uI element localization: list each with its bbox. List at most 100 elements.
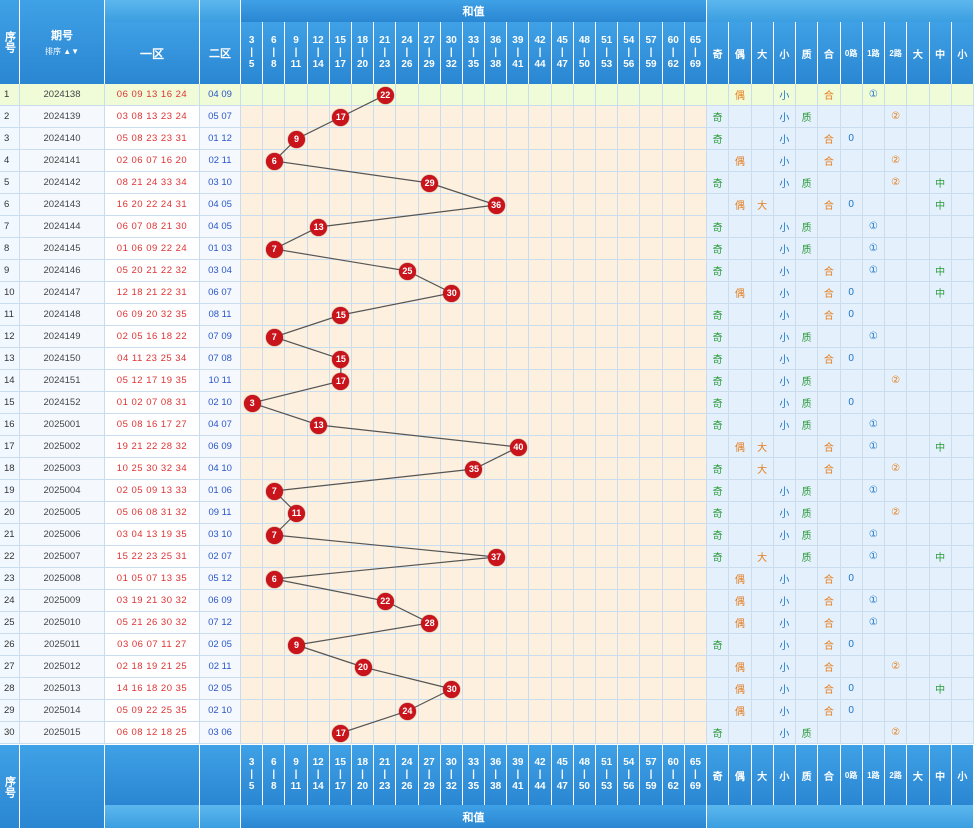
indicator-cell: 偶 bbox=[729, 612, 752, 634]
foot-range-top: 27 bbox=[423, 757, 435, 768]
indicator-cell bbox=[818, 502, 841, 524]
sum-marker: 9 bbox=[287, 636, 305, 654]
sum-range-cell bbox=[418, 568, 441, 590]
indicator-cell: 合 bbox=[818, 458, 841, 480]
sum-range-cell bbox=[440, 546, 463, 568]
foot-range-sep: | bbox=[494, 769, 498, 780]
sum-range-cell bbox=[418, 700, 441, 722]
sum-range-cell bbox=[662, 194, 685, 216]
head-indicator-6: 0路 bbox=[840, 22, 863, 84]
period-cell: 2025011 bbox=[20, 634, 105, 656]
sum-marker: 24 bbox=[398, 702, 416, 720]
indicator-cell: 质 bbox=[796, 370, 819, 392]
sum-range-cell bbox=[551, 194, 574, 216]
sum-marker: 9 bbox=[287, 130, 305, 148]
foot-range-top: 36 bbox=[490, 757, 502, 768]
sum-range-cell bbox=[573, 480, 597, 502]
sum-range-cell bbox=[662, 502, 685, 524]
sum-range-cell bbox=[263, 172, 286, 194]
indicator-cell bbox=[818, 392, 841, 414]
sum-range-cell bbox=[263, 502, 286, 524]
indicator-cell bbox=[840, 656, 863, 678]
indicator-cell bbox=[729, 634, 752, 656]
sum-range-cell bbox=[596, 524, 619, 546]
sort-button[interactable]: 排序 ▲▼ bbox=[45, 46, 79, 57]
sum-range-cell bbox=[241, 238, 264, 260]
foot-range-9: 30|32 bbox=[440, 745, 463, 805]
sum-range-cell bbox=[596, 282, 619, 304]
sum-range-cell bbox=[374, 260, 397, 282]
indicator-cell bbox=[862, 568, 885, 590]
head-range-top: 18 bbox=[356, 35, 369, 46]
sum-range-cell bbox=[351, 304, 375, 326]
foot-indicator-7: 1路 bbox=[862, 745, 885, 805]
indicator-cell: ② bbox=[885, 722, 908, 744]
sum-range-cell bbox=[263, 348, 286, 370]
sum-range-cell bbox=[329, 414, 352, 436]
sum-range-cell bbox=[573, 722, 597, 744]
foot-range-bottom: 35 bbox=[467, 781, 480, 792]
indicator-cell bbox=[907, 722, 930, 744]
head-range-bottom: 47 bbox=[556, 59, 568, 70]
sum-range-cell bbox=[684, 172, 707, 194]
sum-range-cell bbox=[573, 194, 597, 216]
foot-range-top: 39 bbox=[512, 757, 524, 768]
sum-range-cell bbox=[241, 150, 264, 172]
sum-range-cell bbox=[662, 612, 685, 634]
sum-range-cell bbox=[485, 612, 508, 634]
foot-range-19: 60|62 bbox=[662, 745, 685, 805]
indicator-cell bbox=[885, 546, 908, 568]
head-range-sep: | bbox=[627, 47, 631, 58]
sum-range-cell bbox=[351, 260, 375, 282]
sum-range-cell bbox=[241, 326, 264, 348]
sum-range-cell bbox=[662, 348, 685, 370]
seq-cell: 5 bbox=[0, 172, 20, 194]
indicator-cell: 偶 bbox=[729, 678, 752, 700]
sum-range-cell bbox=[374, 480, 397, 502]
zone1-numbers-cell: 03 08 13 23 24 bbox=[105, 106, 200, 128]
foot-range-5: 18|20 bbox=[351, 745, 375, 805]
period-header[interactable]: 期号 排序 ▲▼ bbox=[20, 0, 105, 84]
sum-range-cell bbox=[307, 590, 330, 612]
indicator-cell bbox=[751, 502, 774, 524]
zone1-numbers-cell: 05 21 26 30 32 bbox=[105, 612, 200, 634]
head-range-bottom: 69 bbox=[689, 59, 701, 70]
sum-range-cell bbox=[329, 546, 352, 568]
indicator-cell: 合 bbox=[818, 634, 841, 656]
sum-range-cell bbox=[573, 546, 597, 568]
sum-range-cell bbox=[662, 260, 685, 282]
sum-range-cell bbox=[351, 414, 375, 436]
indicator-cell: 小 bbox=[773, 238, 796, 260]
sum-range-cell bbox=[618, 84, 641, 106]
sum-range-cell bbox=[551, 414, 574, 436]
indicator-cell: 合 bbox=[818, 700, 841, 722]
sum-range-cell bbox=[551, 150, 574, 172]
indicator-cell: 小 bbox=[773, 414, 796, 436]
foot-range-18: 57|59 bbox=[640, 745, 663, 805]
indicator-cell bbox=[885, 348, 908, 370]
sum-range-cell bbox=[329, 458, 352, 480]
indicator-cell bbox=[729, 172, 752, 194]
head-range-sep: | bbox=[294, 47, 298, 58]
indicator-cell: 奇 bbox=[707, 392, 730, 414]
head-range-top: 54 bbox=[623, 35, 635, 46]
head-range-19: 60|62 bbox=[662, 22, 685, 84]
sum-range-cell bbox=[485, 216, 508, 238]
sum-range-cell bbox=[307, 678, 330, 700]
zone2-numbers-cell: 02 10 bbox=[200, 392, 241, 414]
indicator-cell: 合 bbox=[818, 436, 841, 458]
zone2-numbers-cell: 05 07 bbox=[200, 106, 241, 128]
indicator-cell bbox=[729, 546, 752, 568]
foot-indicator-10: 中 bbox=[929, 745, 952, 805]
sum-range-cell bbox=[307, 568, 330, 590]
indicator-cell bbox=[951, 546, 974, 568]
sum-range-cell bbox=[529, 568, 552, 590]
sum-range-cell bbox=[418, 502, 441, 524]
indicator-cell: 奇 bbox=[707, 524, 730, 546]
sum-range-cell bbox=[485, 678, 508, 700]
head-range-top: 12 bbox=[312, 35, 324, 46]
sum-range-cell bbox=[507, 700, 530, 722]
